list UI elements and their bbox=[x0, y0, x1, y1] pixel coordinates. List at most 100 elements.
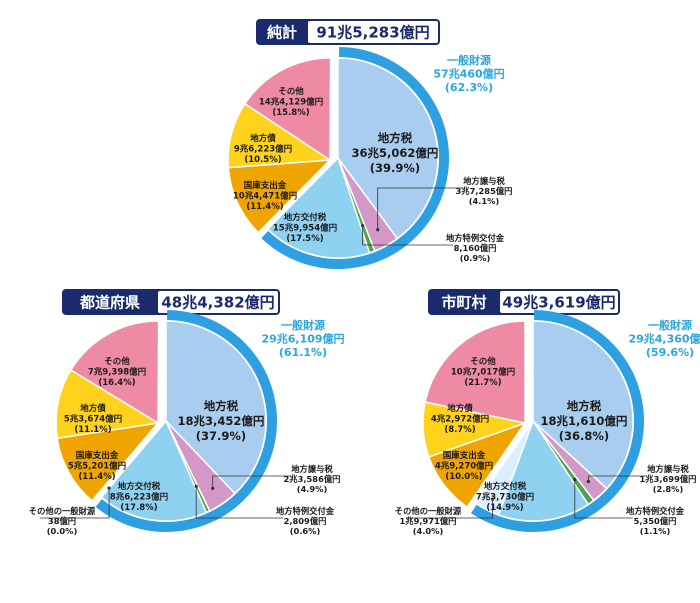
slice-label-kokko-line: 国庫支出金 bbox=[76, 450, 119, 461]
annotation-tokurei-line: 地方特例交付金 bbox=[276, 506, 335, 516]
annotation-joyo_zei-line: (4.9%) bbox=[297, 484, 328, 494]
slice-kofu_zei bbox=[266, 156, 371, 259]
slice-label-kokko-line: 5兆5,201億円 bbox=[68, 461, 126, 472]
slice-label-kokko-line: 国庫支出金 bbox=[443, 450, 486, 461]
annotation-other_general-line: 1兆9,971億円 bbox=[400, 516, 457, 526]
slice-label-chiho_sai-line: 地方債 bbox=[80, 403, 106, 414]
slice-kofu_zei bbox=[100, 419, 208, 522]
slice-label-sonota-line: その他 bbox=[104, 356, 130, 367]
slice-label-kofu_zei-line: (14.9%) bbox=[486, 503, 523, 513]
annotation-other_general-line: その他の一般財源 bbox=[29, 506, 96, 516]
slice-label-kofu_zei-line: 地方交付税 bbox=[118, 481, 161, 492]
slice-label-chiho_sai-line: (8.7%) bbox=[444, 425, 475, 435]
chart-title: 純計 bbox=[267, 24, 297, 42]
leader-dot-joyo_zei bbox=[211, 486, 215, 490]
leader-dot-joyo_zei bbox=[376, 228, 380, 232]
slice-label-kokko-line: 4兆9,270億円 bbox=[435, 461, 493, 472]
annotation-tokurei-line: 地方特例交付金 bbox=[626, 506, 685, 516]
slice-chiho_zei bbox=[337, 57, 439, 240]
title-box-value-bg bbox=[500, 291, 618, 313]
slice-label-chiho_zei-line: 地方税 bbox=[378, 131, 413, 145]
annotation-joyo_zei-line: 地方譲与税 bbox=[647, 464, 689, 474]
slice-label-chiho_zei-line: 18兆1,610億円 bbox=[541, 414, 628, 428]
slice-label-kofu_zei-line: 地方交付税 bbox=[484, 481, 527, 492]
slice-label-chiho_zei-line: 18兆3,452億円 bbox=[178, 414, 265, 428]
title-box-value-bg bbox=[308, 21, 438, 43]
leader-line-joyo_zei bbox=[212, 475, 290, 489]
slice-label-kokko-line: (11.4%) bbox=[78, 472, 115, 482]
chart-total: 91兆5,283億円 bbox=[316, 24, 429, 42]
slice-kokko bbox=[56, 421, 160, 502]
annotation-joyo_zei-line: 地方譲与税 bbox=[463, 176, 505, 186]
leader-line-tokurei bbox=[574, 479, 633, 519]
annotation-other_general-line: 38億円 bbox=[48, 516, 76, 526]
general-revenue-label-line: (59.6%) bbox=[646, 346, 694, 359]
slice-label-chiho_zei-line: 地方税 bbox=[567, 399, 602, 413]
annotation-tokurei-line: 地方特例交付金 bbox=[446, 233, 505, 243]
annotation-tokurei-line: 2,809億円 bbox=[284, 516, 327, 526]
annotation-tokurei-line: 5,350億円 bbox=[634, 516, 677, 526]
leader-dot-other_general bbox=[490, 497, 495, 501]
leader-dot-tokurei bbox=[194, 484, 198, 488]
slice-label-sonota-line: 10兆7,017億円 bbox=[451, 367, 515, 378]
slice-chiho_zei bbox=[532, 320, 634, 490]
leader-dot-tokurei bbox=[361, 224, 365, 228]
annotation-joyo_zei-line: 3兆7,285億円 bbox=[456, 186, 513, 196]
general-revenue-label-line: 一般財源 bbox=[648, 318, 692, 332]
slice-label-chiho_zei-line: 36兆5,062億円 bbox=[352, 146, 439, 160]
slice-label-kofu_zei-line: 地方交付税 bbox=[284, 212, 327, 223]
slice-label-kofu_zei-line: 7兆3,730億円 bbox=[476, 492, 534, 503]
annotation-joyo_zei-line: (2.8%) bbox=[653, 484, 684, 494]
leader-line-tokurei bbox=[195, 486, 283, 519]
slice-label-chiho_zei-line: 地方税 bbox=[204, 399, 239, 413]
annotation-joyo_zei-line: 地方譲与税 bbox=[291, 464, 333, 474]
chart-title-box: 純計 91兆5,283億円 bbox=[256, 19, 440, 45]
slice-kofu_zei bbox=[497, 419, 590, 522]
title-box-value-bg bbox=[158, 291, 278, 313]
slice-label-sonota-line: (21.7%) bbox=[464, 378, 501, 388]
slice-label-sonota-line: その他 bbox=[470, 356, 496, 367]
slice-label-chiho_sai-line: 9兆6,223億円 bbox=[234, 144, 292, 155]
annotation-joyo_zei-line: 1兆3,699億円 bbox=[640, 474, 697, 484]
leader-line-tokurei bbox=[362, 225, 453, 246]
slice-sonota bbox=[69, 320, 160, 425]
leader-dot-tokurei bbox=[573, 478, 577, 482]
leader-line-other_general bbox=[40, 488, 110, 519]
general-revenue-label-line: 29兆4,360億円 bbox=[628, 332, 700, 346]
slice-label-kokko-line: (10.0%) bbox=[445, 472, 482, 482]
annotation-joyo_zei-line: (4.1%) bbox=[469, 196, 500, 206]
slice-label-chiho_sai-line: (11.1%) bbox=[74, 425, 111, 435]
slice-chiho_sai bbox=[55, 368, 161, 440]
slice-label-kofu_zei-line: (17.5%) bbox=[286, 234, 323, 244]
annotation-other_general-line: (4.0%) bbox=[413, 526, 444, 536]
slice-label-kofu_zei-line: 8兆6,223億円 bbox=[110, 492, 168, 503]
general-revenue-label-line: 57兆460億円 bbox=[433, 67, 504, 81]
slice-label-chiho_sai-line: 4兆2,972億円 bbox=[431, 414, 489, 425]
annotation-other_general-line: (0.0%) bbox=[47, 526, 78, 536]
annotation-tokurei-line: (0.6%) bbox=[290, 526, 321, 536]
leader-dot-other_general bbox=[107, 486, 111, 490]
slice-label-sonota-line: (15.8%) bbox=[272, 108, 309, 118]
general-revenue-label-line: (61.1%) bbox=[279, 346, 327, 359]
